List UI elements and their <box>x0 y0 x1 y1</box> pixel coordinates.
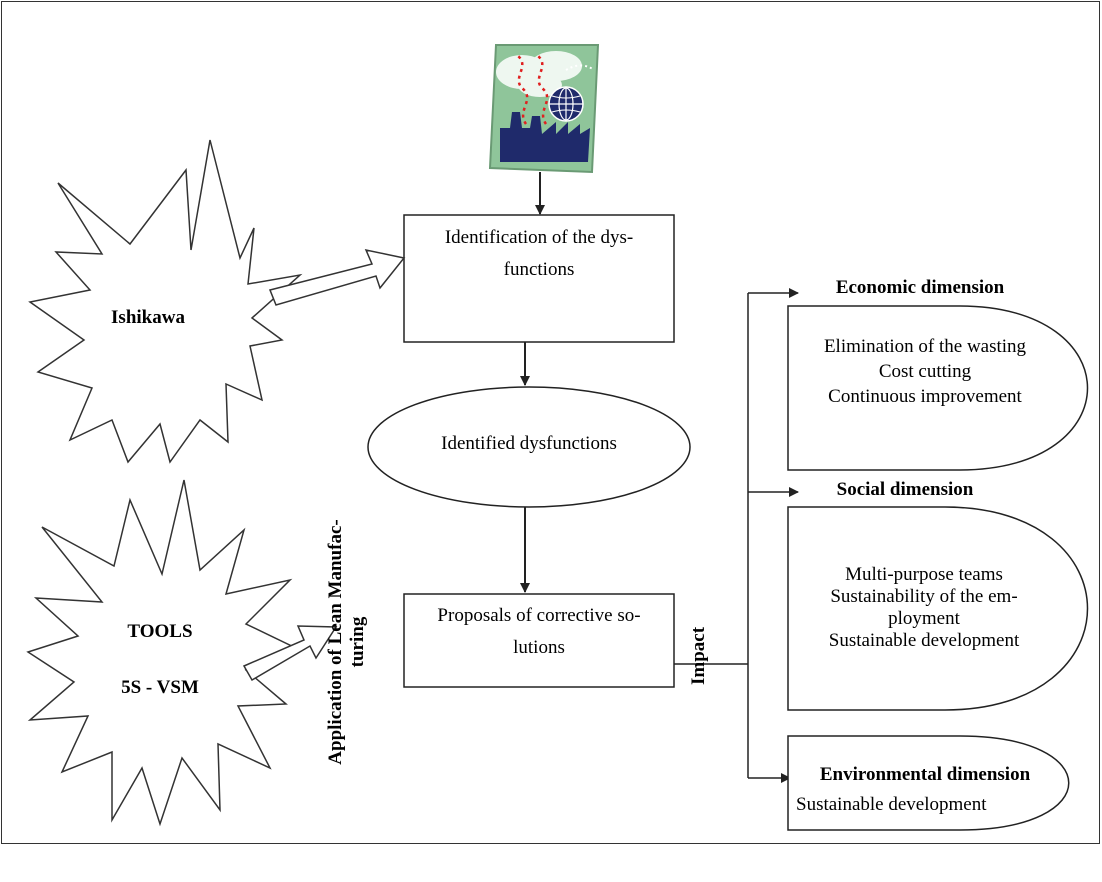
ishikawa-starburst <box>28 139 303 464</box>
social-title: Social dimension <box>836 479 974 500</box>
environmental-title: Environmental dimension <box>819 764 1031 785</box>
identified-ellipse <box>367 386 691 508</box>
ishikawa-label: Ishikawa <box>111 307 185 328</box>
tools-block-arrow <box>242 625 338 682</box>
economic-items: Elimination of the wasting Cost cutting … <box>823 336 1027 407</box>
factory-globe-icon <box>488 44 600 174</box>
identification-box <box>403 214 675 343</box>
proposals-label: Proposals of corrective so- lutions <box>437 605 641 658</box>
tools-title: TOOLS <box>127 621 193 642</box>
ishikawa-block-arrow <box>268 248 406 306</box>
social-items: Multi-purpose teams Sustainability of th… <box>828 564 1020 651</box>
diagram-frame <box>1 1 1100 844</box>
identified-label: Identified dysfunctions <box>441 433 617 454</box>
tools-starburst <box>26 479 302 827</box>
application-label: Application of Lean Manufac- turing <box>325 519 368 765</box>
environmental-shape <box>787 735 1070 831</box>
environmental-items: Sustainable development <box>796 794 987 815</box>
economic-shape <box>787 305 1089 471</box>
social-shape <box>787 506 1089 711</box>
proposals-box <box>403 593 675 688</box>
identification-label: Identification of the dys- functions <box>444 227 634 280</box>
diagram-canvas <box>26 44 1089 831</box>
tools-list: 5S - VSM <box>121 677 199 698</box>
impact-label: Impact <box>688 626 709 686</box>
economic-title: Economic dimension <box>835 277 1005 298</box>
